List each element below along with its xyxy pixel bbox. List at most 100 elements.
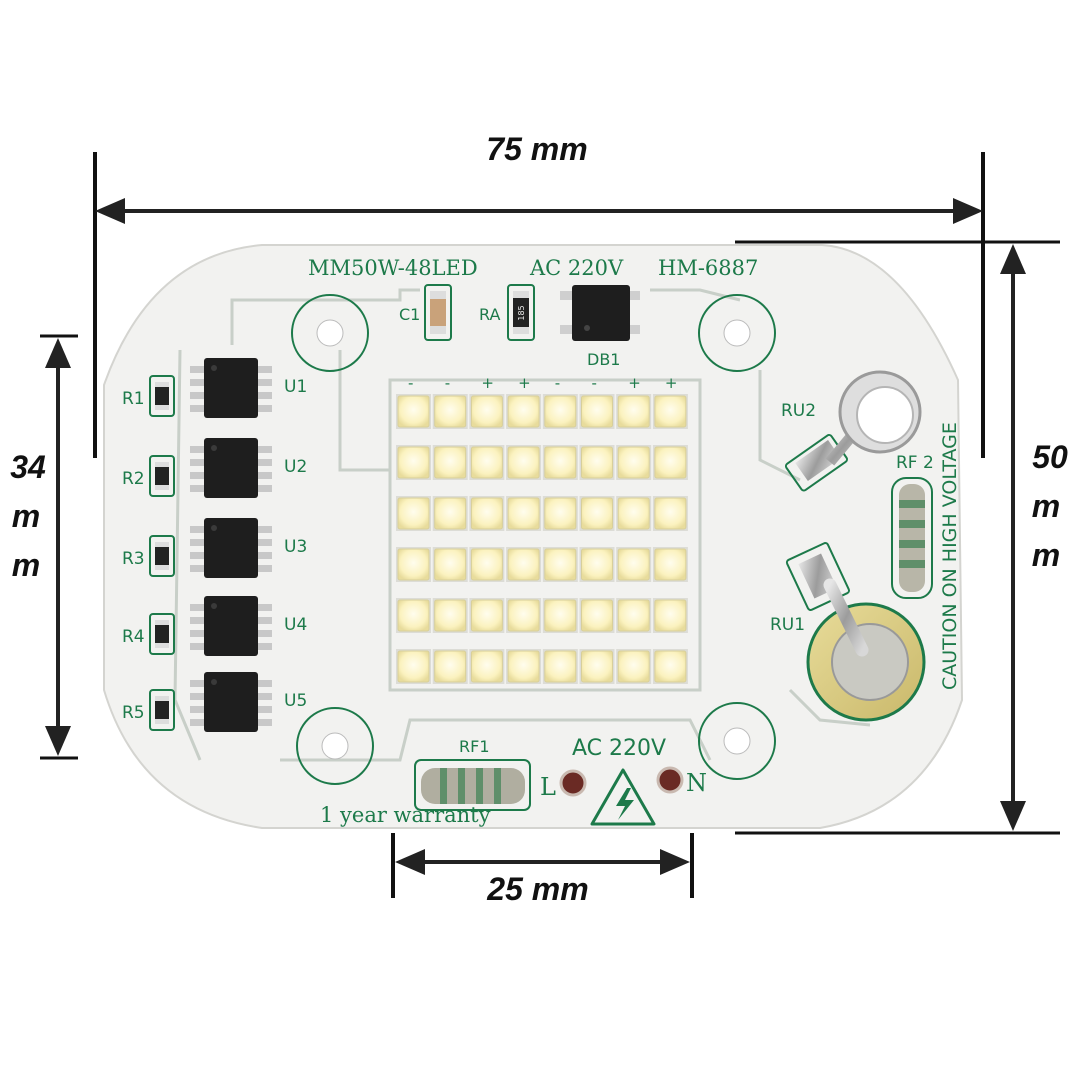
arrow-up-icon: [1000, 244, 1026, 274]
polarity-mark: -: [445, 374, 450, 392]
rv2-label: RU2: [781, 401, 816, 421]
ra-label: RA: [479, 305, 500, 324]
arrow-right-bottom-icon: [660, 849, 690, 875]
led-chip: [579, 598, 615, 633]
led-chip: [542, 649, 578, 684]
led-area-unit-2: m: [12, 547, 40, 583]
led-chip: [396, 598, 431, 633]
high-voltage-warning-icon: [590, 768, 656, 826]
bridge-rectifier-db1: [560, 285, 640, 341]
led-chip: [542, 598, 578, 633]
resistor-label: R1: [122, 389, 145, 409]
arrow-up-left-icon: [45, 338, 71, 368]
led-chip: [469, 394, 505, 429]
terminal-n-pad: [656, 766, 684, 794]
led-chip: [469, 445, 505, 480]
driver-ic: [190, 518, 272, 578]
led-chip: [542, 394, 578, 429]
led-chip: [432, 496, 468, 531]
ic-label: U3: [284, 537, 307, 557]
led-chip: [506, 496, 542, 531]
caution-label: CAUTION ON HIGH VOLTAGE: [939, 422, 961, 690]
ic-label: U1: [284, 377, 307, 397]
led-chip: [652, 394, 688, 429]
led-chip: [396, 496, 431, 531]
driver-ic: [190, 438, 272, 498]
terminal-n-label: N: [686, 769, 707, 797]
c1-label: C1: [399, 305, 420, 324]
led-chip: [616, 547, 652, 582]
terminal-span-label: 25 mm: [486, 871, 588, 907]
smd-resistor: [149, 613, 175, 655]
led-chip: [616, 649, 652, 684]
polarity-mark: +: [665, 374, 678, 392]
led-chip: [652, 445, 688, 480]
arrow-down-left-icon: [45, 726, 71, 756]
varistor-rv2: [784, 370, 922, 492]
polarity-marks: --++--++: [408, 374, 677, 392]
polarity-mark: +: [481, 374, 494, 392]
driver-ic: [190, 596, 272, 656]
led-chip: [616, 598, 652, 633]
voltage-label: AC 220V: [529, 256, 624, 280]
driver-ic: [190, 358, 272, 418]
led-chip: [579, 649, 615, 684]
ac-input-label: AC 220V: [572, 736, 666, 761]
driver-ic: [190, 672, 272, 732]
smd-resistor: [149, 455, 175, 497]
led-chip: [506, 445, 542, 480]
arrow-left-bottom-icon: [395, 849, 425, 875]
varistor-rv1: [785, 542, 926, 722]
pcb-board: MM50W-48LED AC 220V HM-6887 C1 RA 185: [103, 244, 964, 829]
led-chip: [652, 496, 688, 531]
led-area-unit-1: m: [12, 498, 40, 534]
part-number-label: HM-6887: [658, 256, 758, 280]
polarity-mark: -: [555, 374, 560, 392]
led-chip: [432, 445, 468, 480]
led-chip: [396, 547, 431, 582]
led-chip: [432, 598, 468, 633]
led-chip: [469, 547, 505, 582]
led-chip: [432, 547, 468, 582]
led-chip: [469, 649, 505, 684]
resistor-label: R3: [122, 549, 145, 569]
width-label: 75 mm: [486, 131, 587, 167]
polarity-mark: +: [628, 374, 641, 392]
smd-resistor: [149, 689, 175, 731]
led-area-label: 34: [10, 449, 46, 485]
rf1-label: RF1: [459, 737, 490, 756]
arrow-down-icon: [1000, 801, 1026, 831]
led-chip: [542, 496, 578, 531]
led-chip: [579, 547, 615, 582]
ic-label: U2: [284, 457, 307, 477]
resistor-label: R4: [122, 627, 145, 647]
rf2-label: RF 2: [896, 453, 934, 473]
led-chip: [652, 547, 688, 582]
led-chip: [506, 649, 542, 684]
resistor-label: R2: [122, 469, 145, 489]
polarity-mark: -: [408, 374, 413, 392]
led-chip: [616, 445, 652, 480]
led-chip: [579, 394, 615, 429]
height-label: 50: [1032, 439, 1068, 475]
warranty-label: 1 year warranty: [320, 803, 491, 827]
model-label: MM50W-48LED: [308, 256, 478, 280]
mounting-hole-top-left: [291, 294, 369, 372]
led-chip: [506, 598, 542, 633]
led-chip: [469, 496, 505, 531]
smd-resistor: [149, 375, 175, 417]
mounting-hole-top-right: [698, 294, 776, 372]
resistor-label: R5: [122, 703, 145, 723]
terminal-l-label: L: [540, 773, 556, 801]
led-chip: [652, 649, 688, 684]
height-unit-1: m: [1032, 488, 1060, 524]
ic-label: U4: [284, 615, 307, 635]
led-matrix: [396, 394, 688, 684]
led-chip: [616, 496, 652, 531]
ra-marking: 185: [517, 305, 526, 320]
led-chip: [506, 394, 542, 429]
terminal-l-pad: [559, 769, 587, 797]
led-chip: [396, 445, 431, 480]
